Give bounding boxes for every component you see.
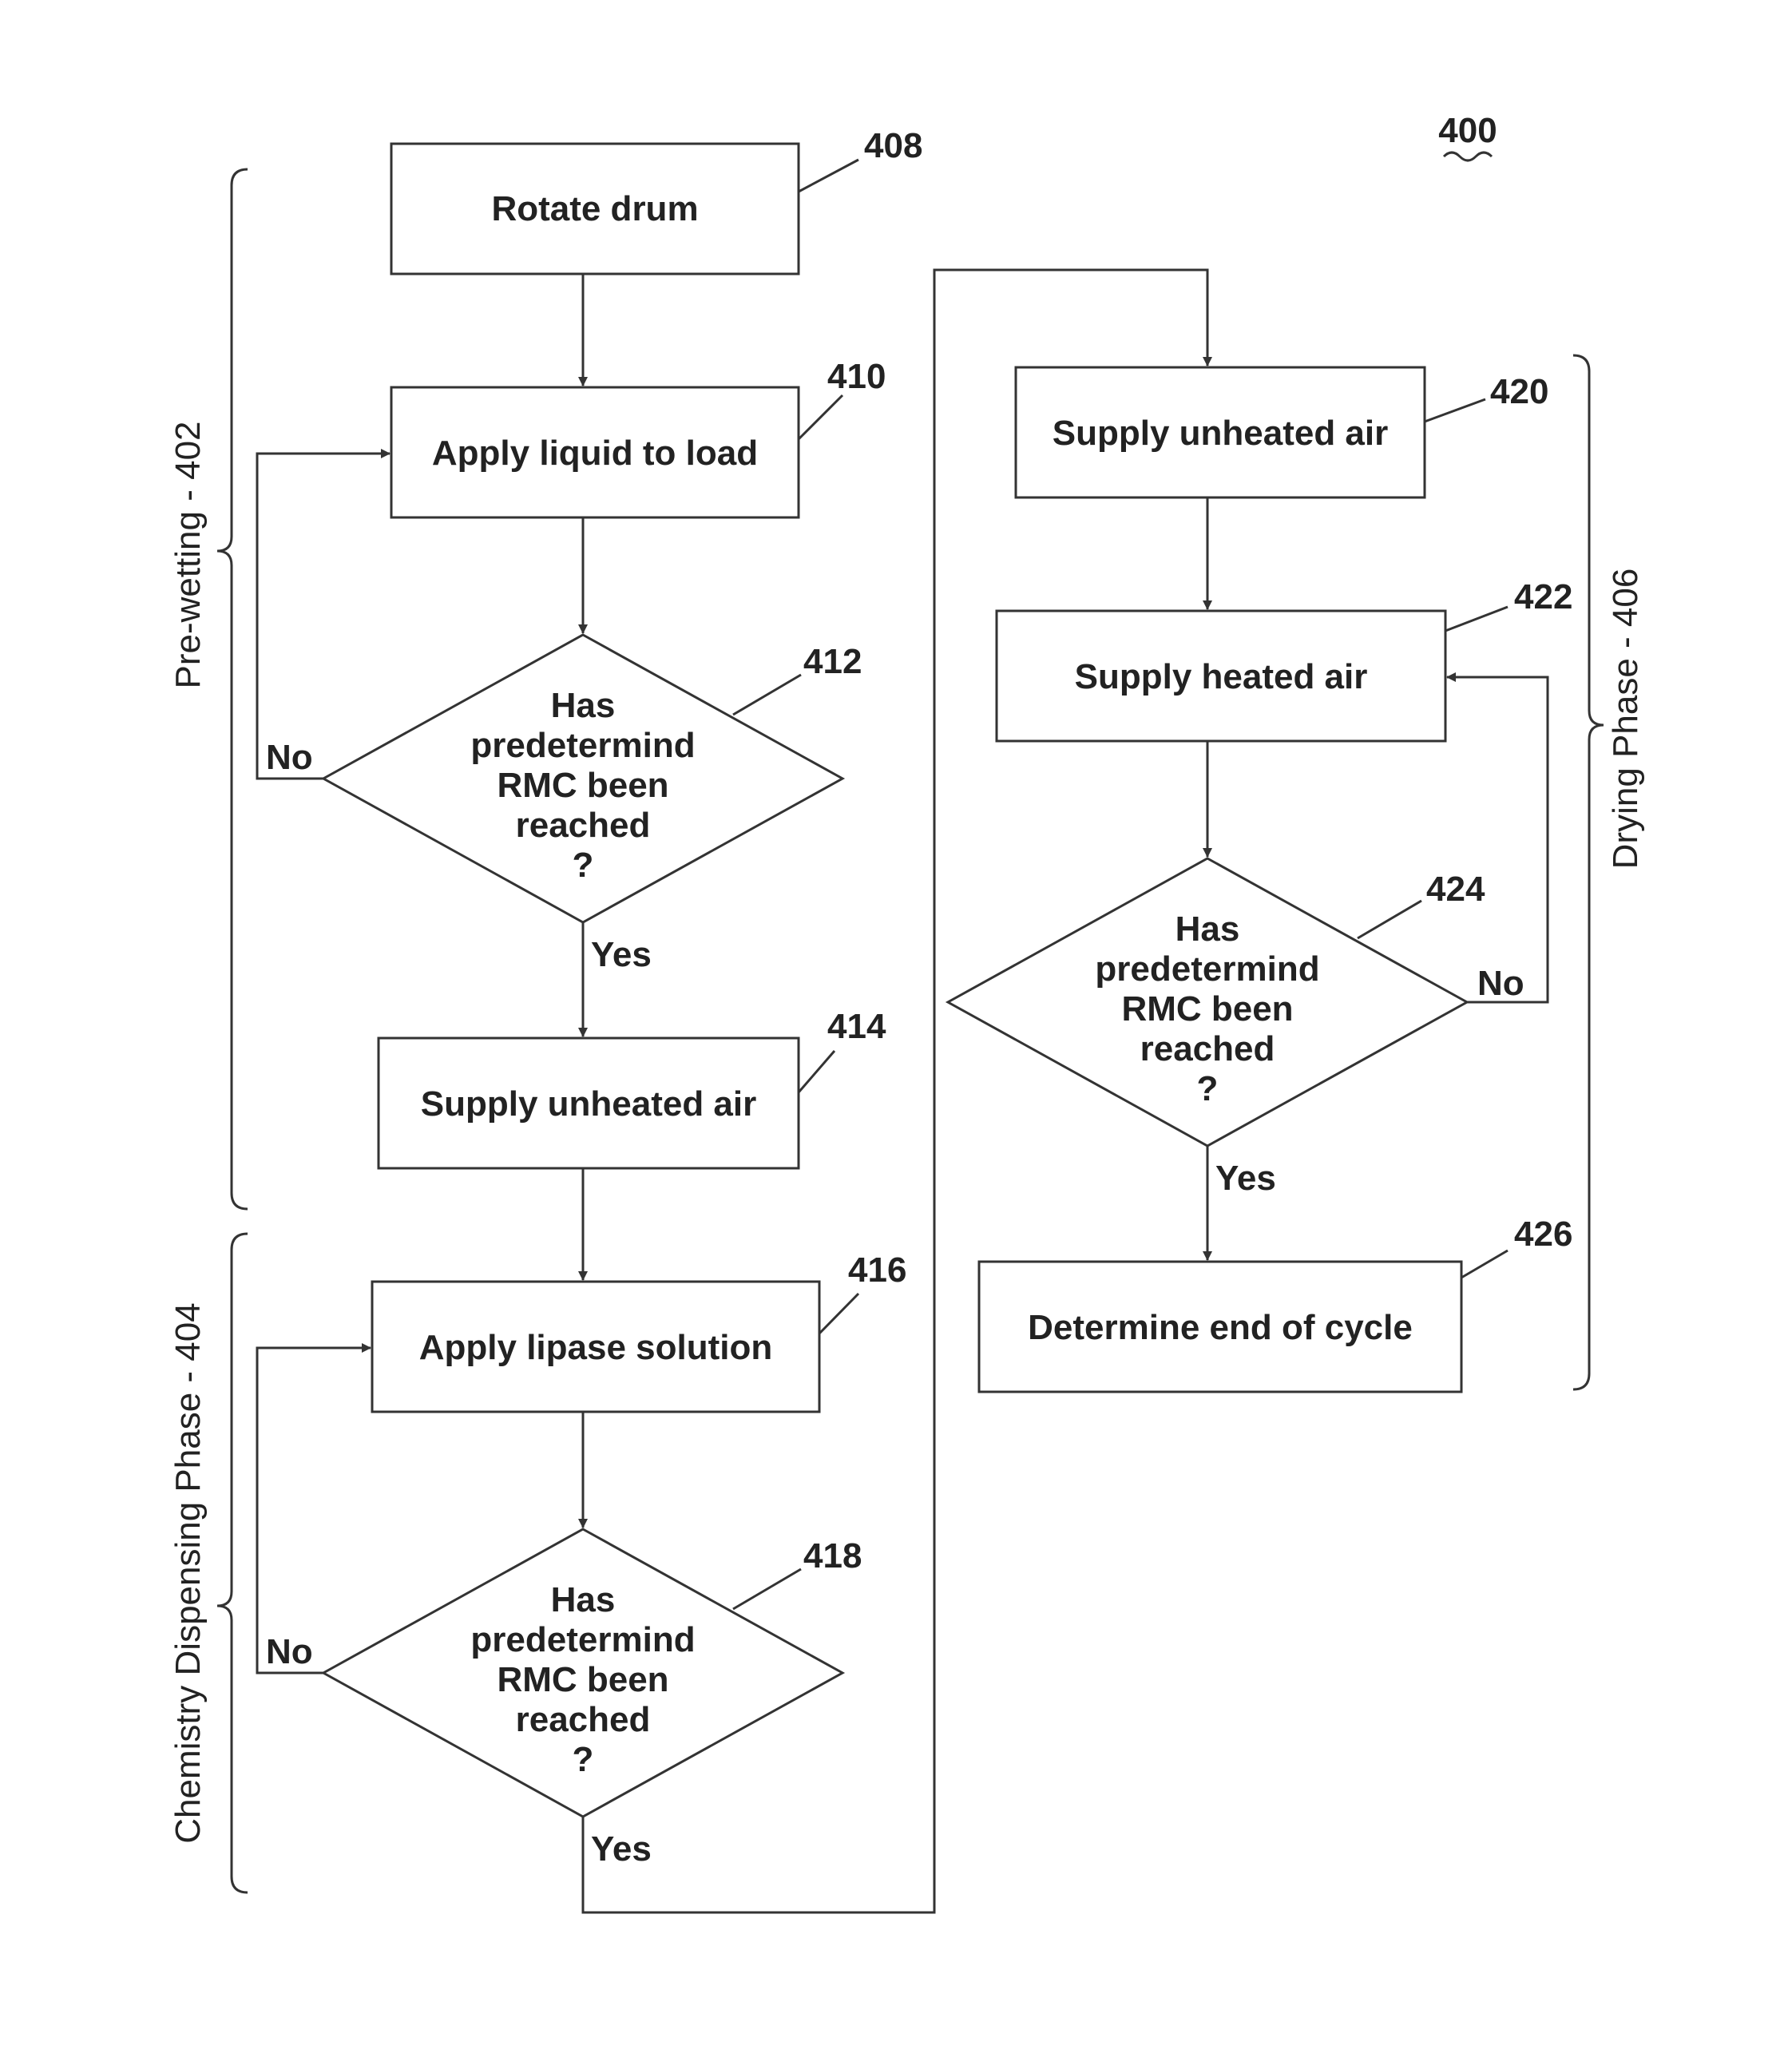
ref-420: 420 [1490,372,1548,411]
ref-422: 422 [1514,577,1572,616]
step-text-410: Apply liquid to load [432,434,758,473]
leader-416 [819,1294,858,1334]
yes-label-418: Yes [591,1829,652,1869]
decision-text-424-line2: predetermind [1095,949,1319,989]
decision-text-424-line4: reached [1140,1029,1275,1068]
step-text-408: Rotate drum [491,189,698,228]
ref-424: 424 [1426,870,1485,909]
ref-410: 410 [827,357,886,396]
yes-label-412: Yes [591,935,652,974]
leader-422 [1445,607,1508,631]
decision-text-412-line2: predetermind [470,726,695,765]
leader-412 [733,675,801,715]
chemistry-brace [217,1234,248,1892]
decision-text-424-line3: RMC been [1121,989,1293,1028]
leader-414 [799,1051,835,1092]
decision-text-418-line5: ? [573,1740,594,1779]
arrow-412-no [257,454,390,779]
phase-label-chemistry: Chemistry Dispensing Phase - 404 [168,1302,208,1843]
no-label-418: No [266,1632,313,1671]
decision-text-412-line3: RMC been [497,766,668,805]
ref-408: 408 [864,126,922,165]
decision-text-424-line1: Has [1176,910,1240,949]
ref-412: 412 [803,642,862,681]
decision-text-418-line2: predetermind [470,1620,695,1659]
step-text-422: Supply heated air [1075,657,1368,696]
decision-text-412-line5: ? [573,846,594,885]
yes-label-424: Yes [1215,1159,1276,1198]
decision-text-424-line5: ? [1197,1069,1219,1108]
leader-424 [1358,901,1421,938]
step-text-414: Supply unheated air [421,1084,757,1124]
step-text-420: Supply unheated air [1053,414,1389,453]
arrow-418-no [257,1348,371,1673]
ref-418: 418 [803,1536,862,1575]
no-label-412: No [266,738,313,777]
leader-418 [733,1569,801,1609]
decision-text-412-line4: reached [516,806,651,845]
leader-426 [1461,1250,1508,1278]
ref-416: 416 [848,1250,906,1290]
step-text-416: Apply lipase solution [419,1328,773,1367]
step-text-426: Determine end of cycle [1028,1308,1413,1347]
leader-420 [1425,399,1485,422]
leader-410 [799,395,842,439]
no-label-424: No [1477,964,1524,1003]
arrow-424-no [1447,677,1548,1002]
decision-text-418-line3: RMC been [497,1660,668,1699]
decision-text-418-line1: Has [551,1580,616,1619]
figure-number-squiggle [1444,153,1492,161]
figure-number: 400 [1438,111,1497,150]
ref-414: 414 [827,1007,886,1046]
phase-label-drying: Drying Phase - 406 [1606,569,1645,870]
prewetting-brace [217,169,248,1209]
phase-label-prewetting: Pre-wetting - 402 [168,421,208,688]
drying-brace [1573,355,1604,1389]
ref-426: 426 [1514,1215,1572,1254]
decision-text-418-line4: reached [516,1700,651,1739]
leader-408 [799,160,858,192]
decision-text-412-line1: Has [551,686,616,725]
